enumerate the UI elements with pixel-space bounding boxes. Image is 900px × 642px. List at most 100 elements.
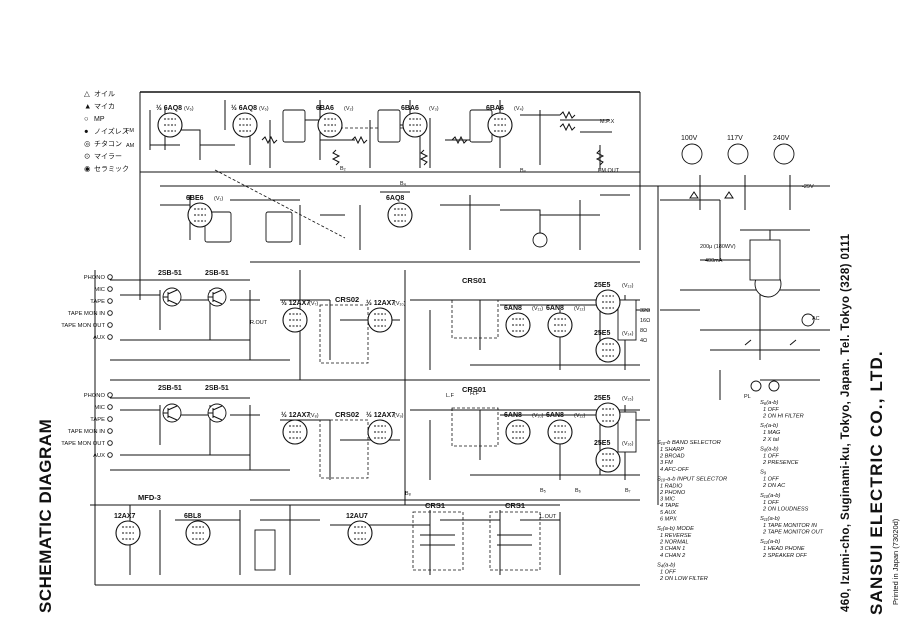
tube-envelope xyxy=(595,402,621,428)
tube-label: 25E5 xyxy=(594,330,610,337)
misc-label: B₅ xyxy=(540,488,546,494)
legend-label: ノイズレス xyxy=(94,127,129,136)
input-label: MIC xyxy=(94,287,105,293)
note-item: 2 TAPE MONITOR OUT xyxy=(762,530,824,536)
tube-envelope xyxy=(595,447,621,473)
tube-electrodes xyxy=(394,208,406,222)
tube-envelope xyxy=(402,112,428,138)
input-label: PHONO xyxy=(84,393,106,399)
input-label: TAPE MON OUT xyxy=(61,441,105,447)
legend-label: マイラー xyxy=(94,153,122,161)
note-item: 2 BROAD xyxy=(659,454,685,460)
note-heading: S₈(a-b) xyxy=(760,446,779,452)
tube-electrodes xyxy=(324,118,336,132)
input-label: TAPE MON OUT xyxy=(61,323,105,329)
note-item: 1 HEAD PHONE xyxy=(763,546,805,552)
tube-label: 12AX7 xyxy=(114,513,136,520)
note-item: 3 CHAN 1 xyxy=(660,546,685,552)
tube-envelope xyxy=(505,312,531,338)
misc-label: B₂ xyxy=(340,166,346,172)
tube-ref: (V₁₂) xyxy=(574,413,585,419)
tube-label: 6BA6 xyxy=(486,105,504,112)
input-jack xyxy=(107,310,113,316)
tube-label: 6BA6 xyxy=(316,105,334,112)
note-item: 1 OFF xyxy=(660,569,676,575)
misc-label: B₃ xyxy=(520,168,526,174)
power-amp-wiring xyxy=(410,295,650,480)
note-item: 2 X tal xyxy=(762,437,780,443)
input-label: TAPE MON IN xyxy=(68,429,105,435)
tube-electrodes xyxy=(602,408,614,422)
note-heading: S₁₁(a-b) xyxy=(760,516,780,522)
transistor-label: 2SB-51 xyxy=(158,270,182,277)
tube-label: 25E5 xyxy=(594,282,610,289)
note-item: 2 PHONO xyxy=(659,490,686,496)
note-item: 1 TAPE MONITOR IN xyxy=(763,523,818,529)
misc-label: B₄ xyxy=(400,181,407,187)
tube-envelope xyxy=(595,337,621,363)
note-item: 2 ON AC xyxy=(762,483,786,489)
tube-ref: (V₁₃) xyxy=(622,283,634,289)
company-name: SANSUI ELECTRIC CO., LTD. xyxy=(867,350,886,615)
misc-label: M.P.X xyxy=(600,119,615,125)
misc-label: 16Ω xyxy=(640,318,650,324)
block-label: CRS1 xyxy=(425,501,445,510)
tube-envelope xyxy=(282,307,308,333)
tube-ref: (V₄) xyxy=(514,106,524,112)
misc-label: L.OUT xyxy=(540,514,557,520)
legend-symbol: ● xyxy=(84,127,89,136)
tube-ref: (V₆) xyxy=(259,106,269,112)
block-label: MFD-3 xyxy=(138,493,161,502)
misc-label: 4Ω xyxy=(640,338,647,344)
tube-electrodes xyxy=(409,118,421,132)
tube-label: ½ 12AX7 xyxy=(281,299,310,307)
tube-ref: (V₆) xyxy=(184,106,194,112)
note-item: 4 CHAN 2 xyxy=(660,553,686,559)
transistor-label: 2SB-51 xyxy=(205,270,229,277)
tube-label: 6BE6 xyxy=(186,195,204,202)
voltage-240v: 240V xyxy=(773,135,790,142)
tube-envelope xyxy=(185,520,211,546)
tube-electrodes xyxy=(374,425,386,439)
tube-ref: (V₁₆) xyxy=(622,441,634,447)
tube-label: ½ 12AX7 xyxy=(281,411,310,419)
tube-ref: (V₂) xyxy=(344,106,354,112)
tube-envelope xyxy=(317,112,343,138)
tube-electrodes xyxy=(602,343,614,357)
input-jack xyxy=(107,440,113,446)
input-jack xyxy=(107,428,113,434)
tube-envelope xyxy=(282,419,308,445)
block-label: CRS1 xyxy=(505,501,525,510)
mpx-wiring xyxy=(90,504,561,575)
tube-electrodes xyxy=(239,118,251,132)
tube-electrodes xyxy=(494,118,506,132)
tube-envelope xyxy=(387,202,413,228)
note-heading: S₉ xyxy=(760,470,767,476)
tube-label: 25E5 xyxy=(594,440,610,447)
misc-label: R.OUT xyxy=(250,320,268,326)
misc-label: B₆ xyxy=(575,488,581,494)
schematic-title: SCHEMATIC DIAGRAM xyxy=(36,418,55,613)
note-heading: S₁₀-a-b INPUT SELECTOR xyxy=(657,476,728,482)
note-item: 3 MIC xyxy=(660,497,676,503)
tube-electrodes xyxy=(512,318,524,332)
printed-note: Printed in Japan (73020d) xyxy=(891,518,900,605)
legend-label: セラミック xyxy=(94,165,129,173)
note-item: 4 AFC-OFF xyxy=(660,467,689,473)
block-label: CRS02 xyxy=(335,295,359,304)
company-address: 460, Izumi-cho, Suginami-ku, Tokyo, Japa… xyxy=(840,233,852,612)
tube-electrodes xyxy=(602,295,614,309)
tube-electrodes xyxy=(512,425,524,439)
preamp-wiring xyxy=(110,270,499,480)
legend-symbol: ⊙ xyxy=(84,152,90,161)
tube-envelope xyxy=(115,520,141,546)
tube-ref: (V₁) xyxy=(214,196,223,202)
tube-electrodes xyxy=(289,425,301,439)
misc-label: AC xyxy=(812,316,820,322)
misc-label: 400mA xyxy=(705,258,723,264)
note-item: 2 PRESENCE xyxy=(762,460,799,466)
tube-electrodes xyxy=(354,526,366,540)
misc-label: FM xyxy=(126,128,134,134)
